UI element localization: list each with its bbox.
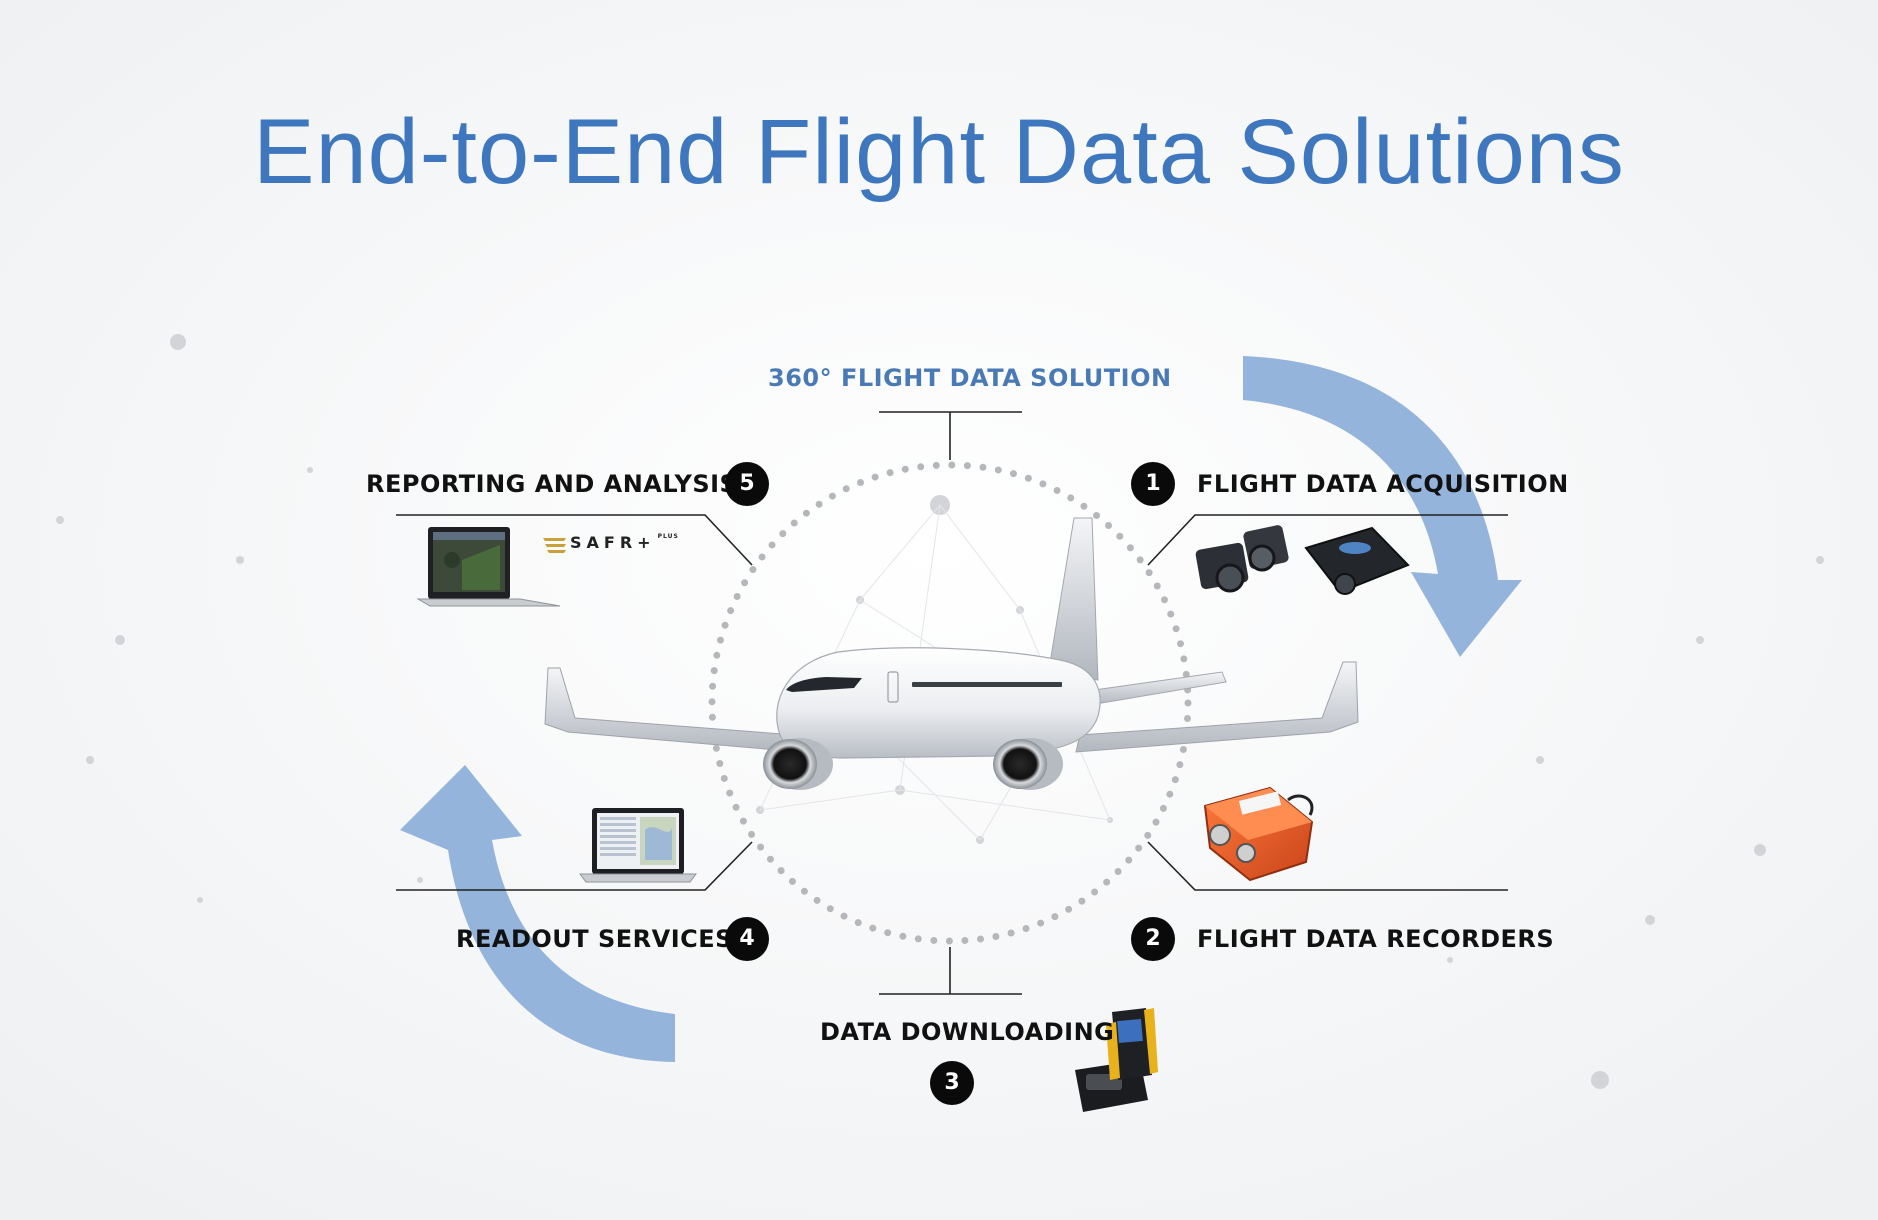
connector-lines (396, 411, 1508, 995)
background-network-dots (56, 334, 1824, 1089)
airplane-icon (544, 517, 1359, 790)
step-5-badge: 5 (725, 462, 769, 506)
step-4-label: READOUT SERVICES (456, 925, 733, 953)
cycle-arrow-top-right (1243, 356, 1522, 657)
step-2-label: FLIGHT DATA RECORDERS (1197, 925, 1555, 953)
step-1-badge: 1 (1131, 462, 1175, 506)
handheld-downloader-icon (1075, 1008, 1158, 1112)
step-3-label: DATA DOWNLOADING (820, 1018, 1115, 1046)
acquisition-units-icon (1195, 525, 1410, 595)
cycle-arrow-bottom-left (400, 765, 675, 1062)
safr-logo-mark (543, 538, 566, 553)
safr-logo-text: SAFR+ (570, 533, 656, 552)
laptop-reporting-icon (416, 527, 561, 607)
safr-logo: SAFR+PLUS (570, 533, 679, 552)
step-2-badge: 2 (1131, 917, 1175, 961)
step-5-label: REPORTING AND ANALYSIS (366, 470, 738, 498)
safr-logo-sup: PLUS (657, 533, 679, 540)
step-4-badge: 4 (725, 917, 769, 961)
step-1-label: FLIGHT DATA ACQUISITION (1197, 470, 1569, 498)
laptop-readout-icon (579, 808, 697, 883)
dotted-ring (708, 461, 1192, 945)
step-3-badge: 3 (930, 1061, 974, 1105)
center-label: 360° FLIGHT DATA SOLUTION (768, 364, 1172, 392)
recorder-icon (1203, 786, 1314, 882)
page-title: End-to-End Flight Data Solutions (253, 101, 1625, 203)
